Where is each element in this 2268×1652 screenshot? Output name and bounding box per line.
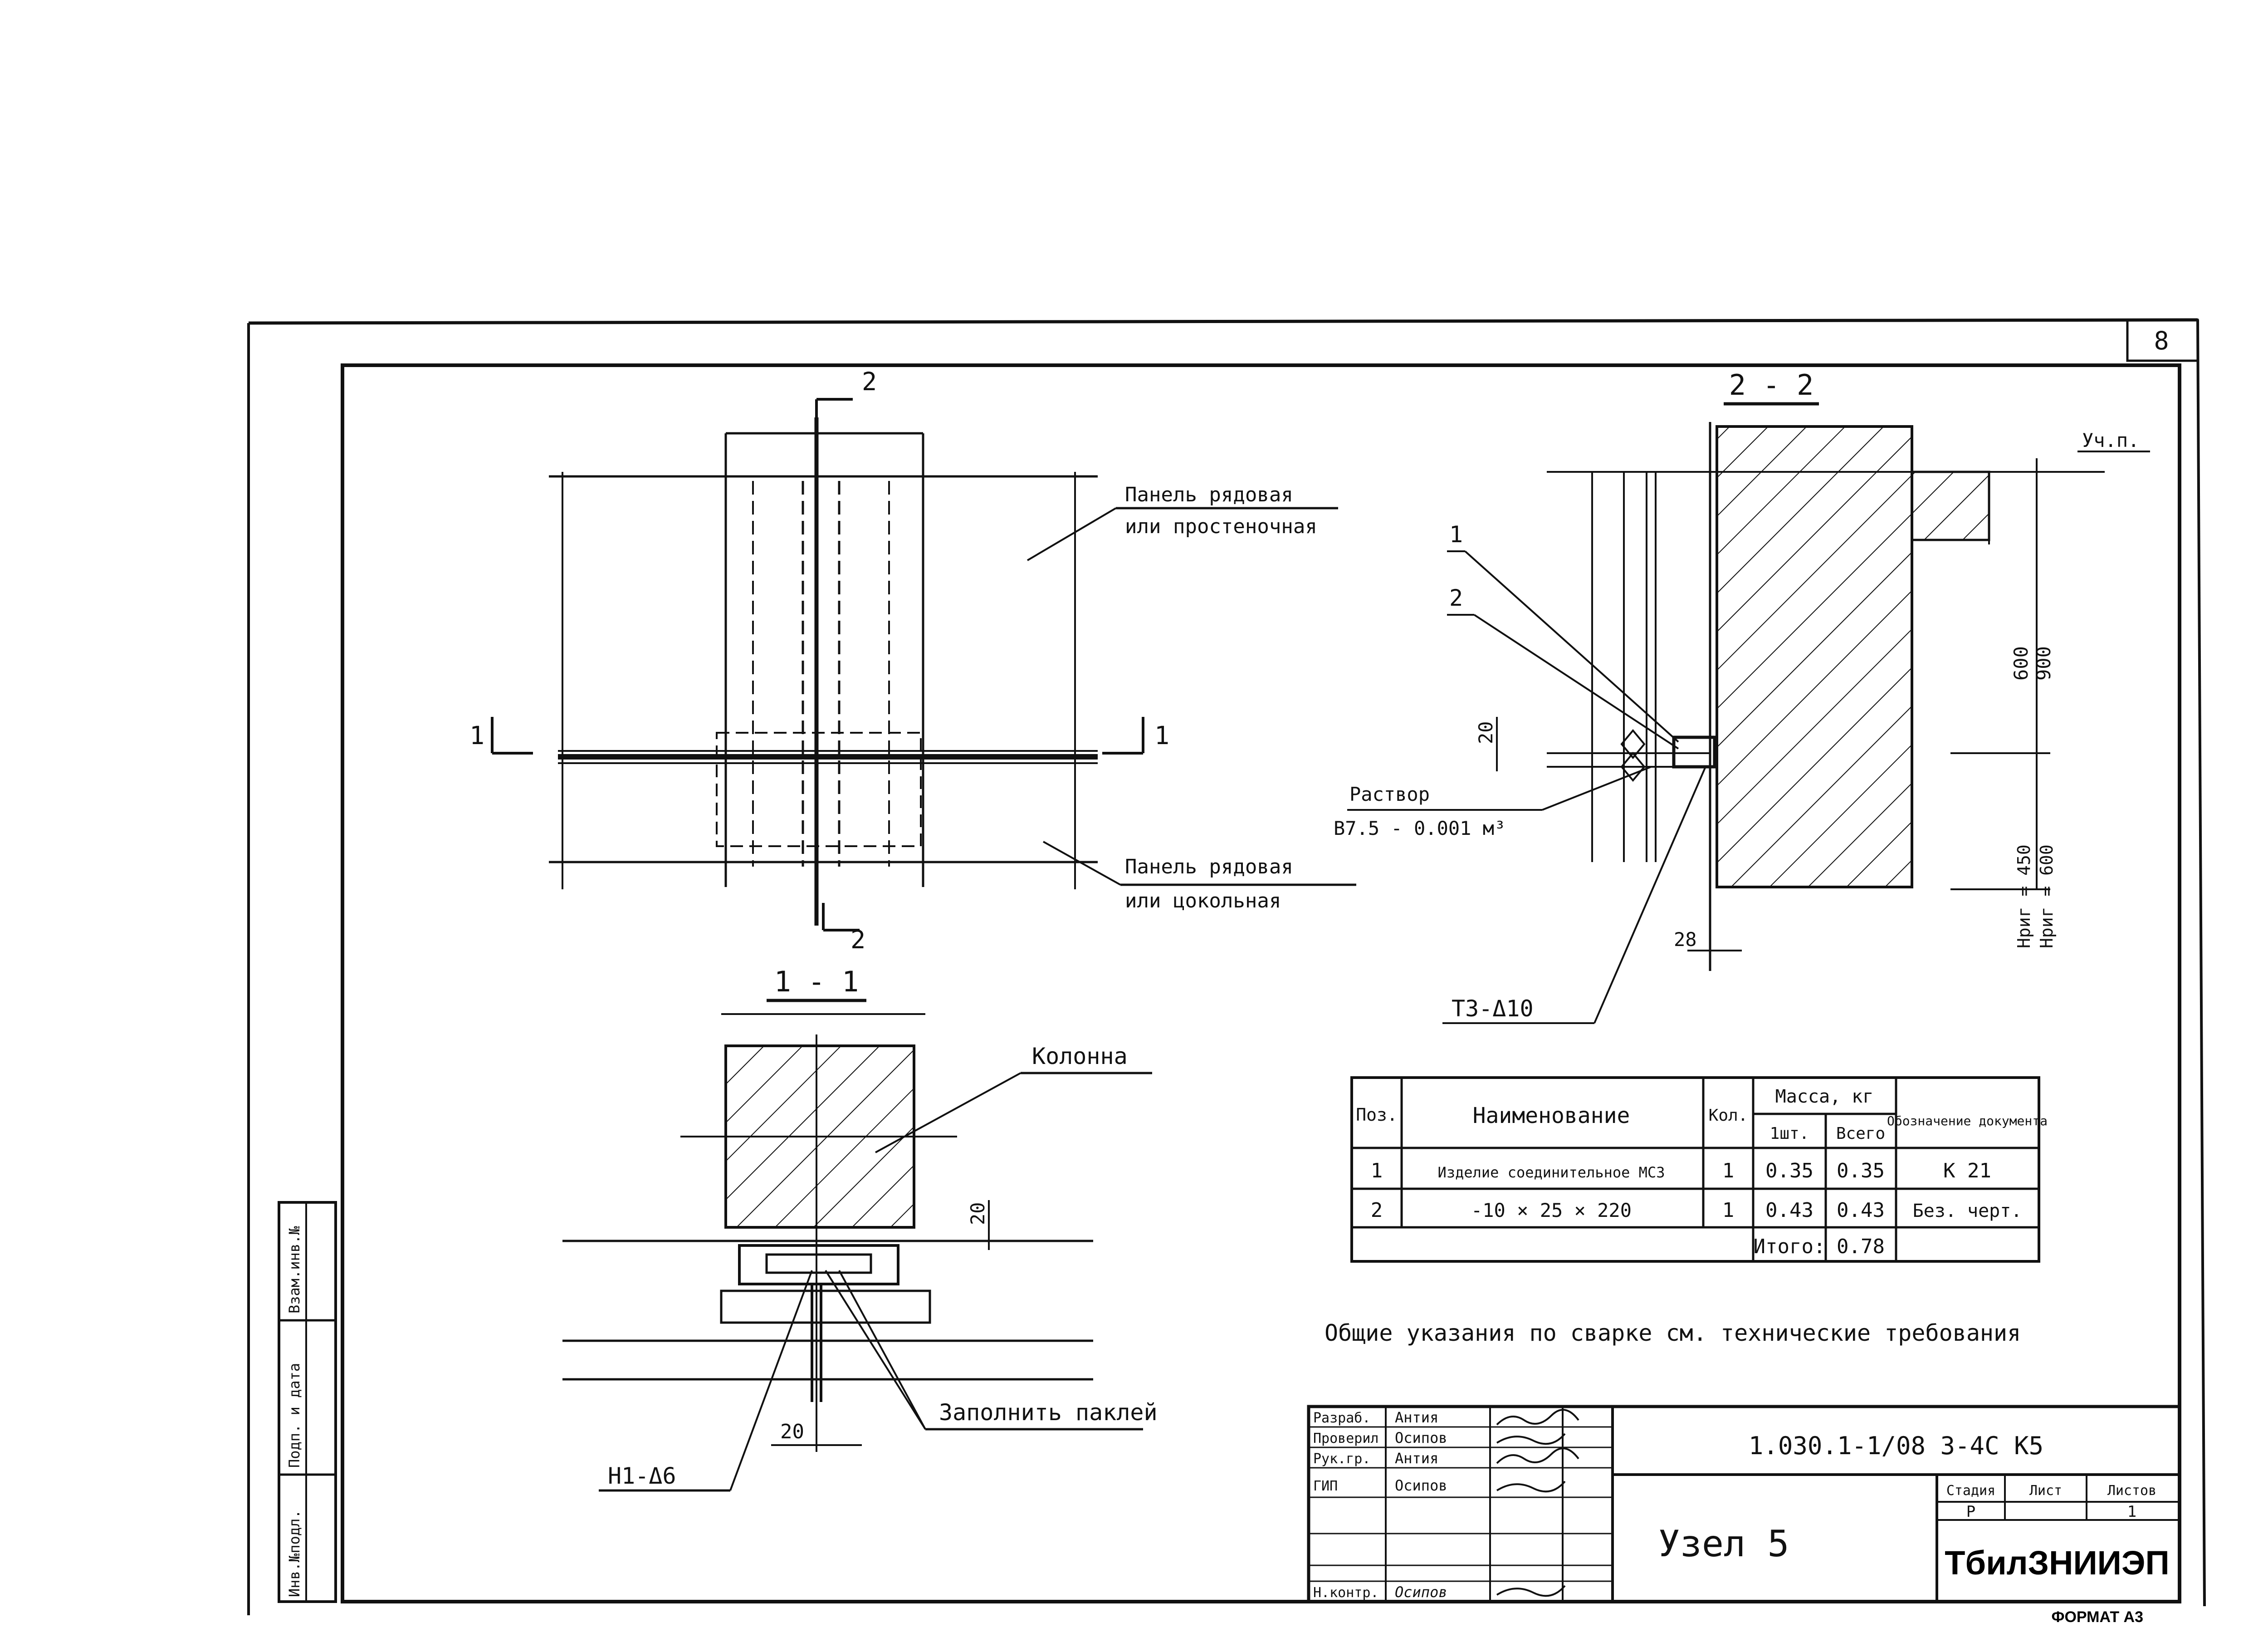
tb-sheet-title: Узел 5 bbox=[1658, 1523, 1789, 1565]
spec-row-2-pos: 2 bbox=[1371, 1199, 1383, 1222]
section-2-2-h-ryg-450: Нриг = 450 bbox=[2014, 844, 2034, 948]
signature-norm-control bbox=[1496, 1585, 1566, 1597]
tb-name-group-lead: Антия bbox=[1395, 1450, 1438, 1467]
section-2-2-weld-label: Т3-Δ10 bbox=[1452, 995, 1534, 1022]
side-stamp: Инв.№подл. Подп. и дата Взам.инв.№ bbox=[278, 1201, 337, 1603]
section-1-1-dim-20-b: 20 bbox=[780, 1420, 804, 1443]
tb-role-checker: Проверил bbox=[1313, 1431, 1379, 1446]
spec-row-2-total: 0.43 bbox=[1837, 1199, 1885, 1222]
plan-note-upper-line1: Панель рядовая bbox=[1125, 483, 1293, 506]
section-1-1-fill-note: Заполнить паклей bbox=[939, 1399, 1158, 1426]
tb-name-norm-control: Осипов bbox=[1395, 1583, 1447, 1601]
plan-cut-1-left: 1 bbox=[469, 721, 484, 750]
tb-organization: ТбилЗНИИЭП bbox=[1945, 1544, 2169, 1582]
tb-sheets-label: Листов bbox=[2107, 1483, 2156, 1499]
signature-checker bbox=[1496, 1433, 1566, 1445]
sheet-number: 8 bbox=[2154, 326, 2169, 355]
section-2-2-level-mark: Уч.п. bbox=[2082, 429, 2139, 451]
spec-row-1-total: 0.35 bbox=[1837, 1159, 1885, 1182]
plan-cut-1-right: 1 bbox=[1154, 721, 1169, 750]
side-stamp-podp-data: Подп. и дата bbox=[286, 1363, 303, 1468]
spec-header-qty: Кол. bbox=[1709, 1106, 1748, 1125]
section-2-2-h-ryg-600: Нриг = 600 bbox=[2037, 844, 2057, 948]
spec-header-name: Наименование bbox=[1473, 1103, 1630, 1128]
plan-note-upper-line2: или простеночная bbox=[1125, 515, 1317, 538]
tb-name-checker: Осипов bbox=[1395, 1429, 1447, 1446]
spec-row-2-doc: Без. черт. bbox=[1913, 1201, 2022, 1221]
section-1-1-title: 1 - 1 bbox=[774, 965, 859, 998]
plan-view: 2 2 1 1 Панель рядовая или простеночная … bbox=[469, 367, 1356, 954]
title-block: Разраб. Проверил Рук.гр. ГИП Н.контр. Ан… bbox=[1307, 1405, 2181, 1603]
tb-sheets-value: 1 bbox=[2127, 1503, 2136, 1521]
spec-row-2-unit: 0.43 bbox=[1765, 1199, 1813, 1222]
section-2-2-pos-1: 1 bbox=[1449, 521, 1463, 548]
section-2-2-dim-28: 28 bbox=[1674, 928, 1697, 951]
spec-row-1-qty: 1 bbox=[1722, 1159, 1735, 1182]
spec-header-pos: Поз. bbox=[1356, 1105, 1398, 1125]
tb-doc-code: 1.030.1-1/08 3-4С К5 bbox=[1749, 1431, 2043, 1460]
spec-header-mass-total: Всего bbox=[1836, 1124, 1885, 1143]
section-2-2-dim-20: 20 bbox=[1475, 721, 1497, 744]
spec-total-value: 0.78 bbox=[1837, 1235, 1885, 1258]
plan-note-lower-line1: Панель рядовая bbox=[1125, 855, 1293, 878]
signature-group-lead bbox=[1496, 1447, 1579, 1464]
section-1-1-dim-20-a: 20 bbox=[967, 1202, 989, 1225]
signature-gip bbox=[1496, 1480, 1566, 1493]
spec-row-2-qty: 1 bbox=[1722, 1199, 1735, 1222]
side-stamp-vzam-inv: Взам.инв.№ bbox=[286, 1226, 303, 1314]
tb-sheet-label: Лист bbox=[2029, 1483, 2062, 1499]
signature-developer bbox=[1496, 1409, 1579, 1426]
welding-note: Общие указания по сварке см. технические… bbox=[1325, 1320, 2021, 1346]
spec-table: Поз. Наименование Кол. Масса, кг 1шт. Вс… bbox=[1350, 1076, 2048, 1263]
tb-name-developer: Антия bbox=[1395, 1409, 1438, 1426]
tb-name-gip: Осипов bbox=[1395, 1477, 1447, 1494]
plan-note-lower-line2: или цокольная bbox=[1125, 889, 1281, 912]
section-2-2-mortar-line2: В7.5 - 0.001 м³ bbox=[1334, 817, 1505, 839]
tb-role-gip: ГИП bbox=[1313, 1478, 1338, 1494]
side-stamp-inv-podl: Инв.№подл. bbox=[286, 1510, 303, 1597]
section-1-1-column-label: Колонна bbox=[1032, 1043, 1128, 1069]
sheet-format: ФОРМАТ А3 bbox=[2051, 1608, 2143, 1626]
section-2-2-pos-2: 2 bbox=[1449, 585, 1463, 611]
spec-header-mass: Масса, кг bbox=[1775, 1086, 1874, 1107]
section-1-1-weld-label: Н1-Δ6 bbox=[608, 1463, 676, 1489]
spec-header-mass-unit: 1шт. bbox=[1770, 1124, 1809, 1143]
plan-cut-2-bottom: 2 bbox=[850, 925, 865, 954]
spec-row-1-doc: К 21 bbox=[1943, 1159, 1991, 1182]
tb-role-developer: Разраб. bbox=[1313, 1410, 1370, 1426]
tb-stage-value: Р bbox=[1966, 1503, 1975, 1521]
section-1-1: 1 - 1 20 20 Колонна Заполнить паклей Н1-… bbox=[562, 965, 1158, 1492]
section-2-2-mortar-line1: Раствор bbox=[1349, 783, 1430, 805]
section-2-2-title: 2 - 2 bbox=[1729, 368, 1814, 402]
spec-row-1-unit: 0.35 bbox=[1765, 1159, 1813, 1182]
spec-header-doc: Обозначение документа bbox=[1887, 1113, 2048, 1128]
tb-role-group-lead: Рук.гр. bbox=[1313, 1451, 1370, 1467]
sheet-frame: 8 bbox=[247, 318, 2206, 1615]
section-2-2-dim-600: 600 bbox=[2010, 646, 2032, 681]
spec-row-1-pos: 1 bbox=[1371, 1159, 1383, 1182]
spec-row-2-name: -10 × 25 × 220 bbox=[1471, 1199, 1632, 1221]
plan-cut-2-top: 2 bbox=[862, 367, 877, 396]
section-2-2-dim-900: 900 bbox=[2033, 646, 2055, 681]
tb-role-norm-control: Н.контр. bbox=[1313, 1585, 1379, 1601]
spec-total-label: Итого: bbox=[1754, 1235, 1826, 1258]
tb-stage-label: Стадия bbox=[1946, 1483, 1995, 1499]
section-2-2: 2 - 2 Уч.п. 600 900 Нриг = 450 Нриг = 60… bbox=[1334, 368, 2150, 1024]
spec-row-1-name: Изделие соединительное МС3 bbox=[1438, 1164, 1665, 1181]
